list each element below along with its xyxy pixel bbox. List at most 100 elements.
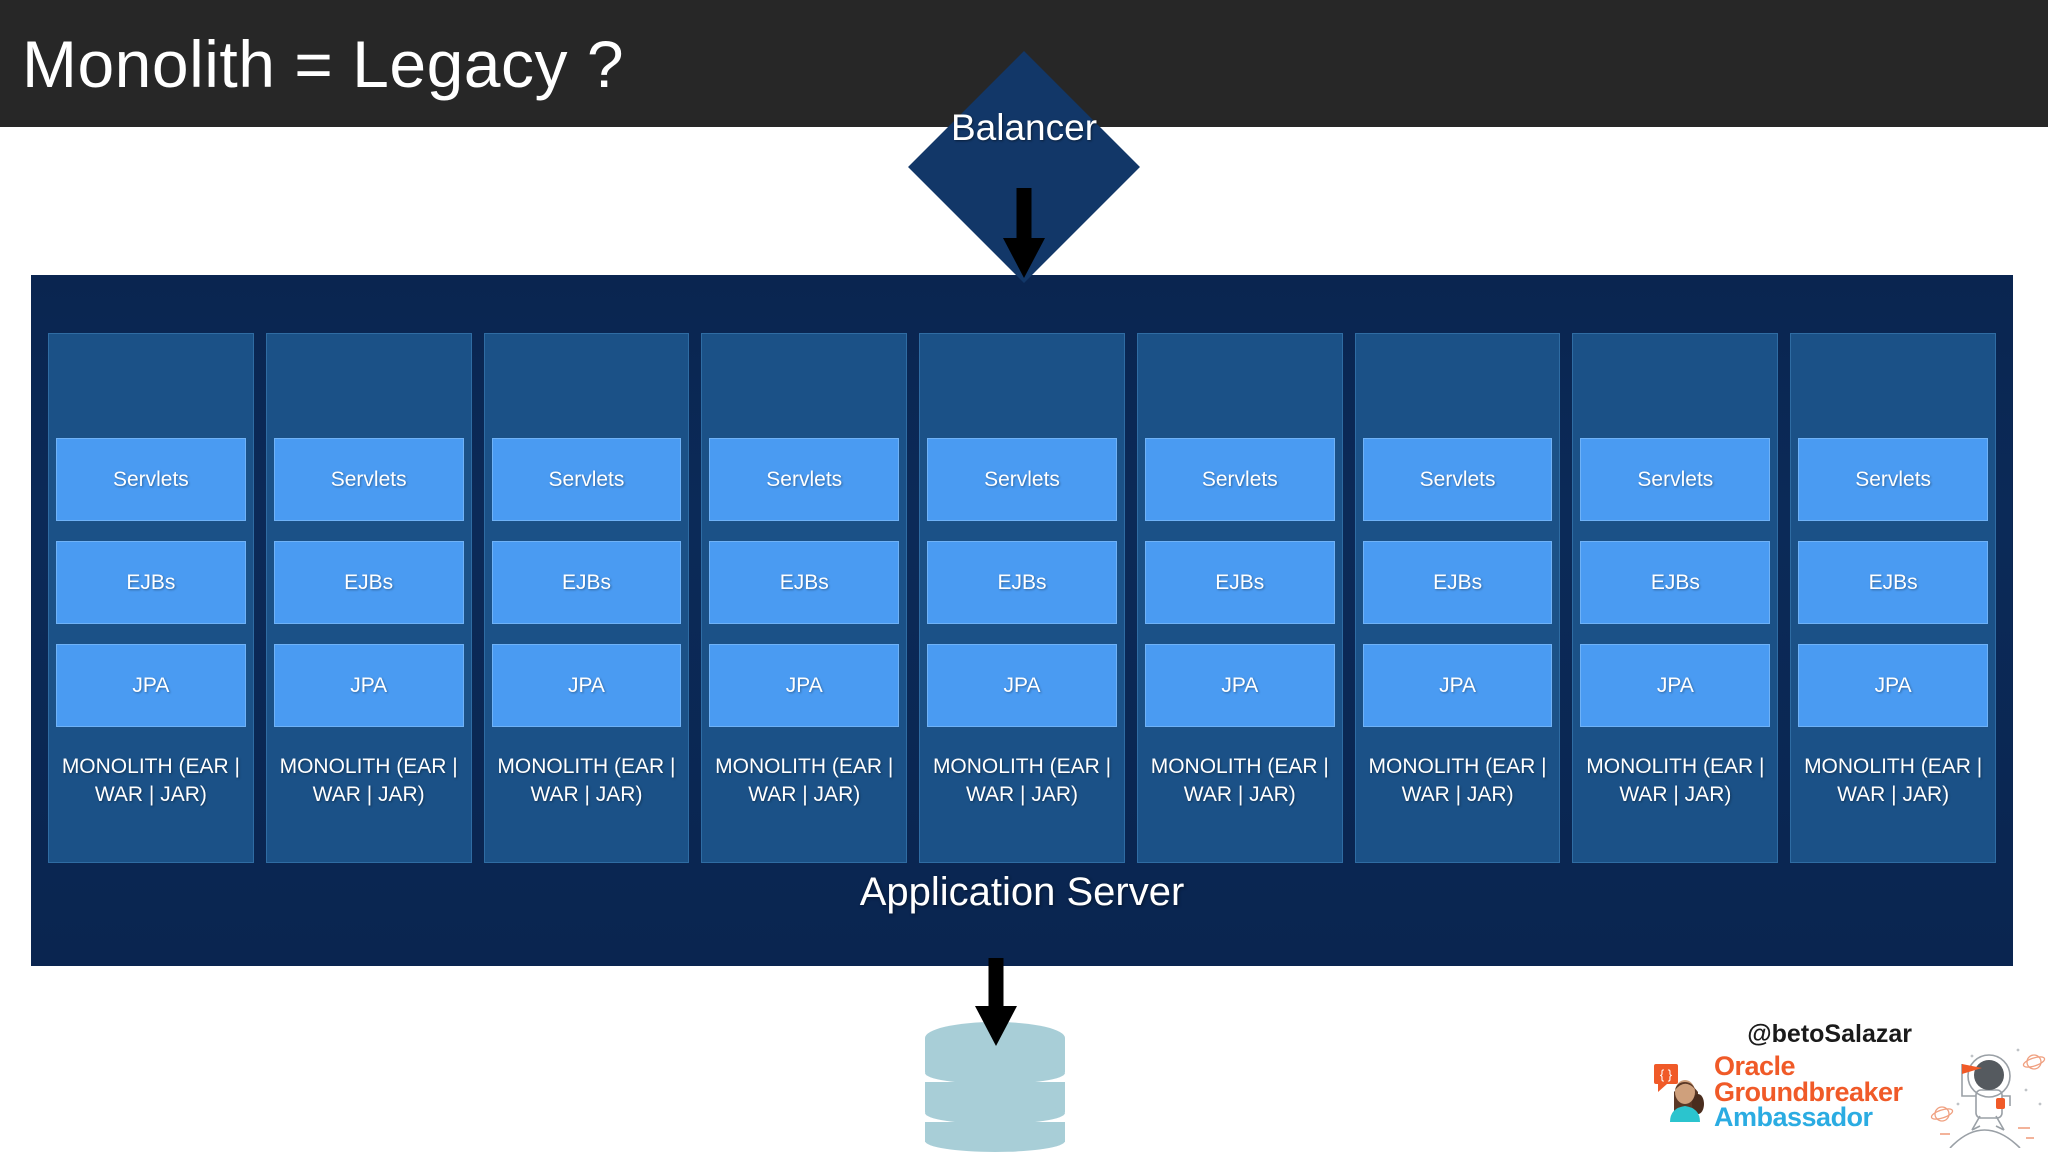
person-speech-bubble-icon: { } [1654,1062,1708,1123]
layer-label: EJBs [126,571,176,594]
arrow-shaft [988,958,1004,1012]
monolith-instance-card[interactable]: Servlets EJBs JPA MONOLITH (EAR | WAR | … [1136,333,1343,863]
layer-ejbs[interactable]: EJBs [1798,541,1989,624]
layer-servlets[interactable]: Servlets [491,438,682,521]
layer-label: JPA [1439,674,1477,697]
monolith-artifact-label: MONOLITH (EAR | WAR | JAR) [61,755,240,807]
layer-ejbs[interactable]: EJBs [1580,541,1771,624]
layer-servlets[interactable]: Servlets [1144,438,1335,521]
layer-servlets[interactable]: Servlets [709,438,900,521]
layer-label: Servlets [766,468,843,491]
card-header-space [1580,340,1770,438]
layer-jpa[interactable]: JPA [56,644,246,727]
layer-ejbs[interactable]: EJBs [1144,541,1335,624]
monolith-artifact-label: MONOLITH (EAR | WAR | JAR) [497,755,676,807]
db-bottom-ellipse [925,1130,1065,1152]
card-footer: MONOLITH (EAR | WAR | JAR) [56,747,246,862]
layer-ejbs[interactable]: EJBs [56,541,246,624]
arrow-down-icon-server-to-database [975,958,1017,1046]
layer-ejbs[interactable]: EJBs [1362,541,1553,624]
badge-wordmark: Oracle Groundbreaker Ambassador [1714,1051,1903,1133]
layer-label: EJBs [344,571,394,594]
layer-jpa[interactable]: JPA [491,644,682,727]
layer-label: EJBs [1650,571,1700,594]
card-header-space [56,340,246,438]
astronaut-icon [1922,1042,2048,1149]
layer-servlets[interactable]: Servlets [273,438,464,521]
twitter-handle: @betoSalazar [1747,1020,1912,1048]
application-server-container: Servlets EJBs JPA MONOLITH (EAR | WAR | … [32,276,2012,965]
layer-jpa[interactable]: JPA [1580,644,1771,727]
layer-label: EJBs [1433,571,1483,594]
monolith-instance-card[interactable]: Servlets EJBs JPA MONOLITH (EAR | WAR | … [483,333,690,863]
layer-label: EJBs [1215,571,1265,594]
application-server-label: Application Server [859,870,1185,914]
layer-servlets[interactable]: Servlets [56,438,246,521]
layer-servlets[interactable]: Servlets [1580,438,1771,521]
layer-jpa[interactable]: JPA [709,644,900,727]
db-segment-1-bottom [925,1062,1065,1084]
monolith-artifact-label: MONOLITH (EAR | WAR | JAR) [279,755,458,807]
layer-servlets[interactable]: Servlets [1798,438,1989,521]
oracle-groundbreaker-ambassador-badge: { } Oracle Groundbreaker Ambassador [1654,1051,1903,1133]
balancer-node: Balancer [908,51,1140,283]
layer-servlets[interactable]: Servlets [927,438,1117,521]
layer-label: JPA [350,674,388,697]
monolith-instance-card[interactable]: Servlets EJBs JPA MONOLITH (EAR | WAR | … [1790,333,1997,863]
badge-line-oracle: Oracle [1714,1051,1796,1081]
badge-line-groundbreaker: Groundbreaker [1714,1076,1903,1107]
layer-ejbs[interactable]: EJBs [273,541,464,624]
layer-label: EJBs [561,571,611,594]
card-footer: MONOLITH (EAR | WAR | JAR) [709,747,899,862]
monolith-instance-card[interactable]: Servlets EJBs JPA MONOLITH (EAR | WAR | … [919,333,1125,863]
layer-label: Servlets [548,468,625,491]
layer-ejbs[interactable]: EJBs [491,541,682,624]
layer-servlets[interactable]: Servlets [1362,438,1553,521]
svg-text:{ }: { } [1660,1067,1673,1082]
card-header-space [274,340,464,438]
layer-ejbs[interactable]: EJBs [927,541,1117,624]
monolith-artifact-label: MONOLITH (EAR | WAR | JAR) [1804,755,1983,807]
arrow-head [1003,238,1045,278]
layer-label: EJBs [779,571,829,594]
arrow-head [975,1006,1017,1046]
layer-jpa[interactable]: JPA [1144,644,1335,727]
layer-label: JPA [132,674,170,697]
footer-branding: @betoSalazar { } Oracle Grou [1648,1016,2048,1152]
monolith-instance-card[interactable]: Servlets EJBs JPA MONOLITH (EAR | WAR | … [1572,333,1779,863]
card-header-space [1798,340,1988,438]
card-footer: MONOLITH (EAR | WAR | JAR) [1363,747,1553,862]
layer-label: JPA [567,674,605,697]
card-footer: MONOLITH (EAR | WAR | JAR) [1580,747,1770,862]
card-header-space [1145,340,1335,438]
monolith-instance-card[interactable]: Servlets EJBs JPA MONOLITH (EAR | WAR | … [48,333,254,863]
card-header-space [1363,340,1553,438]
layer-label: JPA [785,674,823,697]
layer-jpa[interactable]: JPA [1798,644,1989,727]
layer-label: Servlets [330,468,407,491]
layer-jpa[interactable]: JPA [273,644,464,727]
badge-line-ambassador: Ambassador [1714,1102,1873,1133]
layer-label: Servlets [1637,468,1714,491]
monolith-instance-list: Servlets EJBs JPA MONOLITH (EAR | WAR | … [48,333,1997,863]
layer-label: EJBs [1868,571,1918,594]
card-footer: MONOLITH (EAR | WAR | JAR) [927,747,1117,862]
monolith-instance-card[interactable]: Servlets EJBs JPA MONOLITH (EAR | WAR | … [701,333,908,863]
card-header-space [492,340,682,438]
monolith-instance-card[interactable]: Servlets EJBs JPA MONOLITH (EAR | WAR | … [1354,333,1561,863]
layer-label: Servlets [112,468,189,491]
arrow-shaft [1016,188,1032,244]
card-footer: MONOLITH (EAR | WAR | JAR) [1798,747,1988,862]
balancer-label: Balancer [950,107,1098,148]
layer-ejbs[interactable]: EJBs [709,541,900,624]
monolith-artifact-label: MONOLITH (EAR | WAR | JAR) [932,755,1112,807]
card-footer: MONOLITH (EAR | WAR | JAR) [274,747,464,862]
card-header-space [709,340,899,438]
layer-jpa[interactable]: JPA [927,644,1117,727]
monolith-instance-card[interactable]: Servlets EJBs JPA MONOLITH (EAR | WAR | … [265,333,472,863]
layer-jpa[interactable]: JPA [1362,644,1553,727]
monolith-artifact-label: MONOLITH (EAR | WAR | JAR) [1150,755,1329,807]
monolith-artifact-label: MONOLITH (EAR | WAR | JAR) [1586,755,1765,807]
layer-label: EJBs [997,571,1047,594]
layer-label: Servlets [1201,468,1278,491]
